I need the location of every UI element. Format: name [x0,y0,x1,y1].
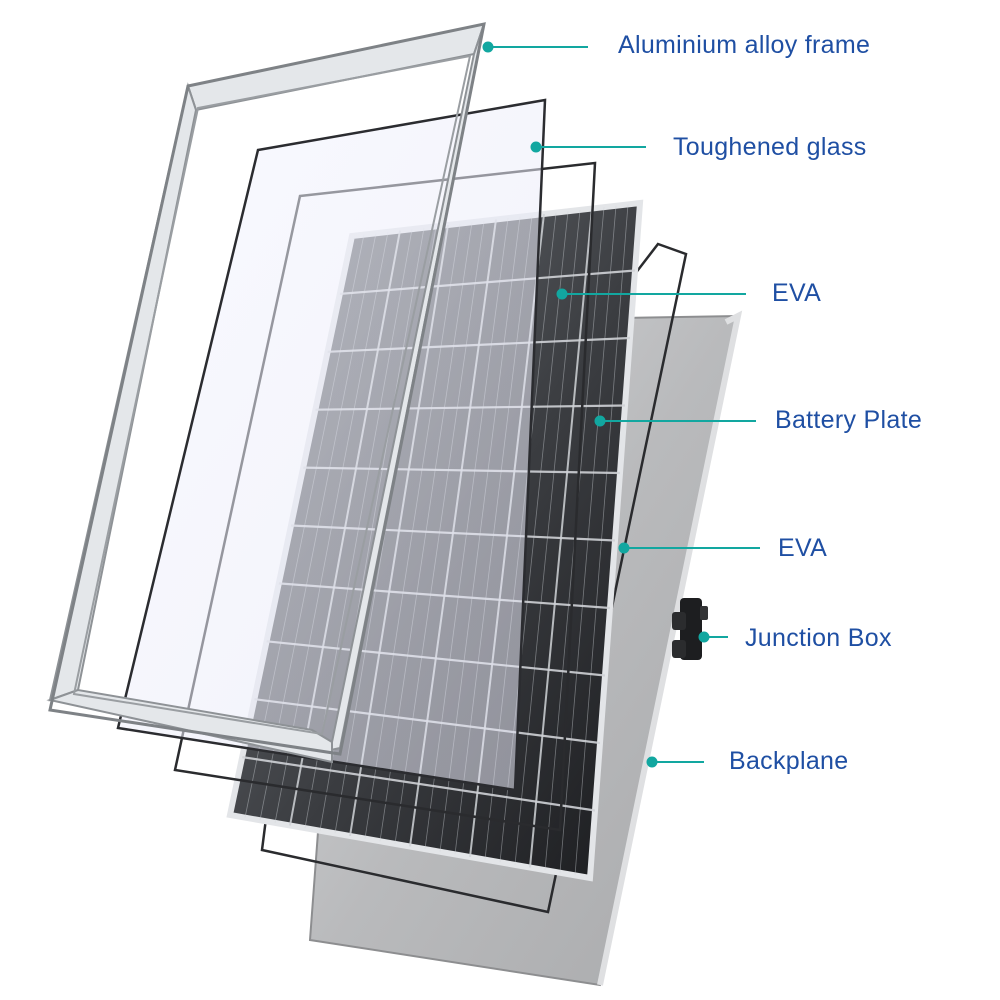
label-battery-plate: Battery Plate [775,406,923,434]
toughened-glass-layer [116,98,547,792]
leader-dot-battery-plate [594,415,606,427]
leader-dot-backplane [646,756,658,768]
label-eva-rear: EVA [778,534,828,562]
leader-lines [482,41,760,768]
leader-dot-glass [530,141,542,153]
junction-box [672,598,708,660]
leader-dot-frame [482,41,494,53]
leader-dot-eva-rear [618,542,630,554]
label-backplane: Backplane [729,747,849,775]
label-junction-box: Junction Box [745,624,892,652]
leader-dot-junction-box [698,631,710,643]
label-aluminium-frame: Aluminium alloy frame [618,31,871,59]
label-eva-front: EVA [772,279,822,307]
aluminium-frame-layer [46,22,486,764]
cell-grid-row-line [242,756,596,812]
label-toughened-glass: Toughened glass [673,133,867,161]
backplane-edge [597,310,743,986]
leader-dot-eva-front [556,288,568,300]
